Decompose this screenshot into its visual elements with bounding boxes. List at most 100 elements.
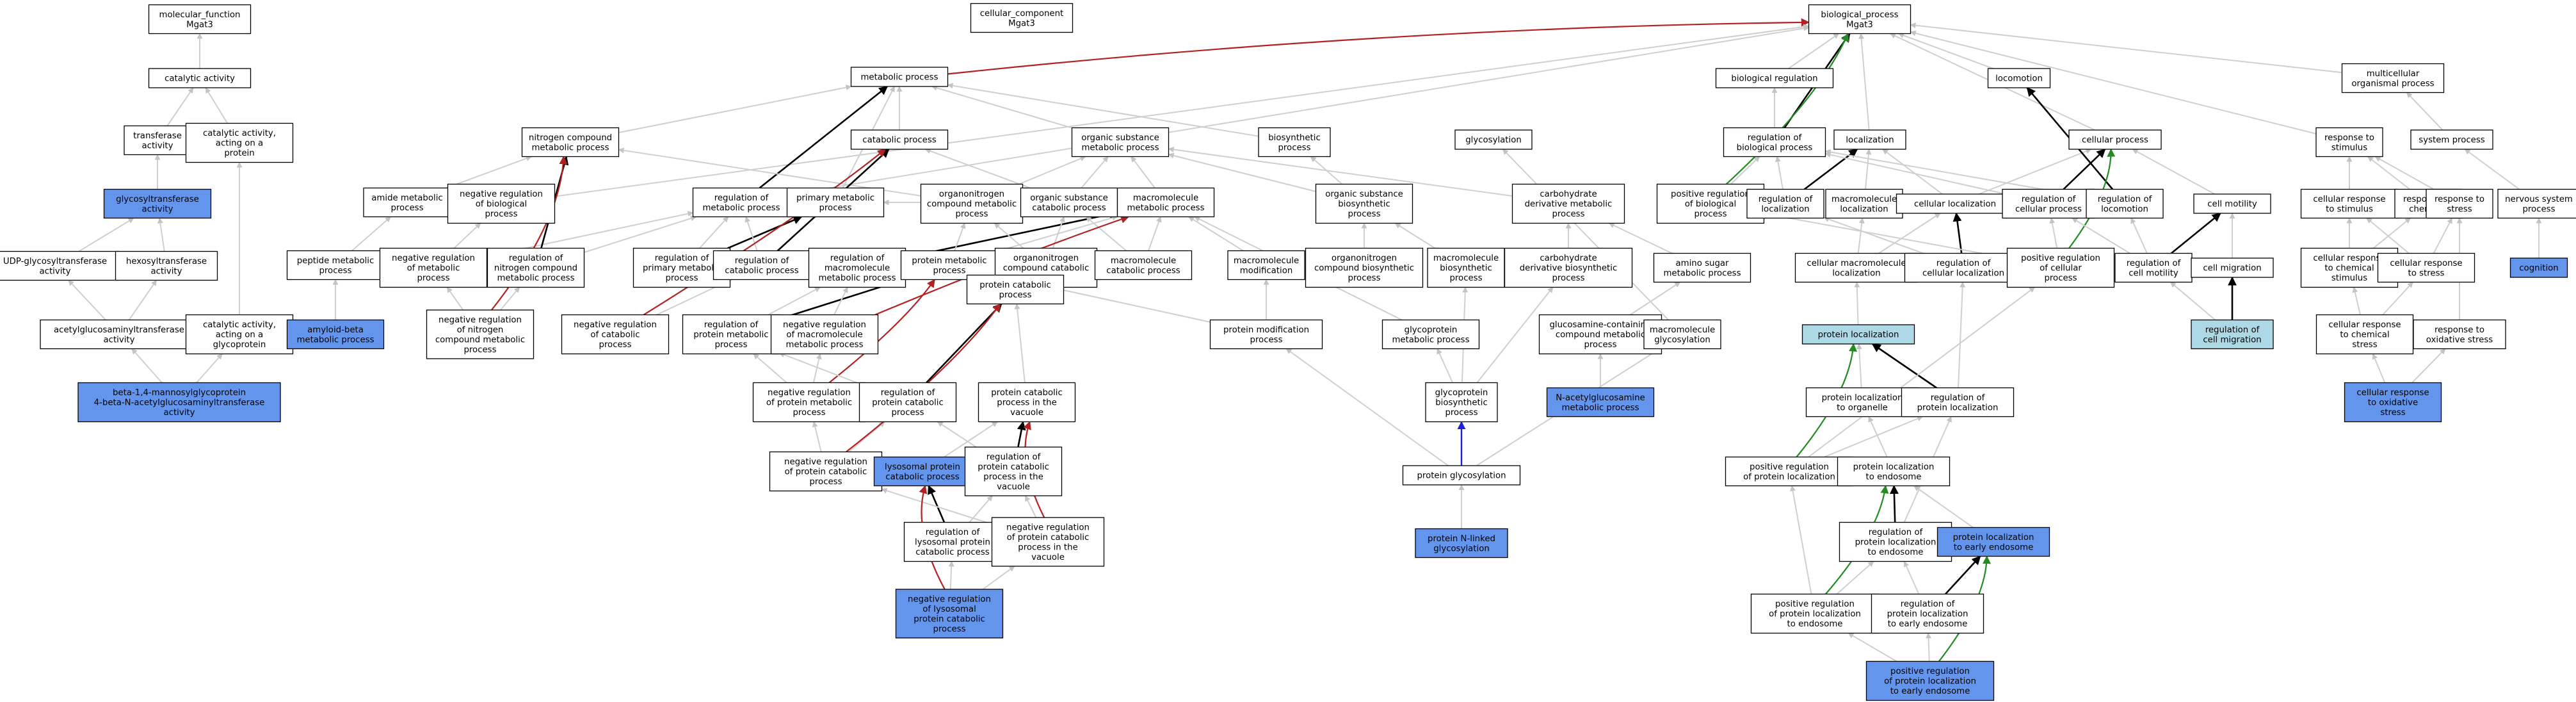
- node-cellular-process[interactable]: cellular process: [2068, 129, 2162, 150]
- node-cell-motility[interactable]: cell motility: [2193, 193, 2271, 214]
- node-localization[interactable]: localization: [1833, 129, 1906, 150]
- node-biological-regulation[interactable]: biological regulation: [1715, 68, 1834, 88]
- node-cognition[interactable]: cognition: [2509, 257, 2568, 278]
- node-beta14[interactable]: beta-1,4-mannosylglycoprotein4-beta-N-ac…: [77, 382, 281, 423]
- node-cell-migration[interactable]: cell migration: [2191, 257, 2274, 278]
- node-glycosylation[interactable]: glycosylation: [1454, 129, 1533, 150]
- node-catalytic-activity[interactable]: catalytic activity: [148, 68, 252, 88]
- node-catabolic-process[interactable]: catabolic process: [850, 129, 949, 150]
- node-cat-act-glycoprotein[interactable]: catalytic activity,acting on aglycoprote…: [185, 314, 294, 355]
- node-system-process[interactable]: system process: [2410, 129, 2493, 150]
- node-cellular-localization[interactable]: cellular localization: [1896, 193, 2015, 214]
- node-locomotion[interactable]: locomotion: [1987, 68, 2051, 88]
- node-protein-glycosylation[interactable]: protein glycosylation: [1402, 465, 1521, 486]
- node-protein-localization[interactable]: protein localization: [1801, 324, 1915, 345]
- node-metabolic-process[interactable]: metabolic process: [850, 67, 949, 87]
